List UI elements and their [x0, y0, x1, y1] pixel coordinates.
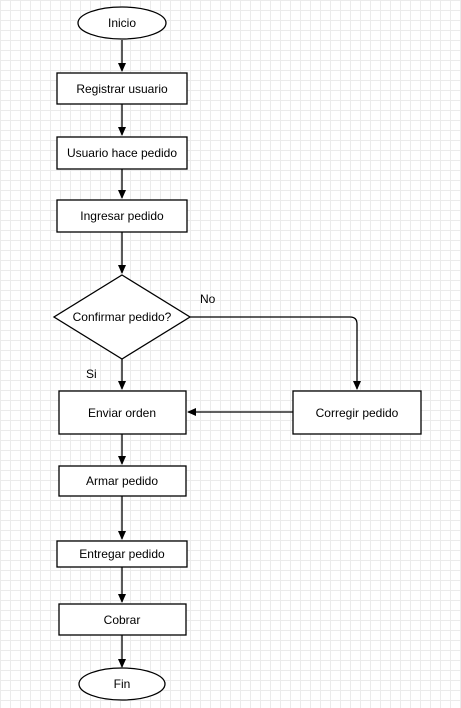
node-armar-pedido-label: Armar pedido: [86, 474, 158, 488]
node-ingresar-pedido-label: Ingresar pedido: [80, 209, 164, 223]
node-registrar-usuario-label: Registrar usuario: [76, 82, 168, 96]
node-fin[interactable]: Fin: [78, 667, 166, 701]
decision-confirmar-pedido[interactable]: Confirmar pedido?: [52, 274, 192, 360]
node-enviar-orden[interactable]: Enviar orden: [58, 390, 187, 435]
node-cobrar[interactable]: Cobrar: [58, 603, 187, 636]
node-inicio-label: Inicio: [108, 16, 136, 30]
node-usuario-hace-pedido[interactable]: Usuario hace pedido: [56, 136, 188, 170]
node-fin-label: Fin: [114, 677, 131, 691]
connectors: [118, 40, 361, 668]
node-corregir-pedido[interactable]: Corregir pedido: [292, 390, 422, 435]
edge-confirmar-corregir: [190, 316, 361, 390]
node-cobrar-label: Cobrar: [104, 613, 141, 627]
node-ingresar-pedido[interactable]: Ingresar pedido: [56, 199, 188, 233]
node-registrar-usuario[interactable]: Registrar usuario: [56, 72, 188, 105]
edge-label-no: No: [200, 292, 216, 306]
node-inicio[interactable]: Inicio: [77, 6, 167, 40]
node-armar-pedido[interactable]: Armar pedido: [58, 465, 187, 497]
node-enviar-orden-label: Enviar orden: [88, 406, 156, 420]
node-usuario-hace-pedido-label: Usuario hace pedido: [67, 146, 177, 160]
edge-label-si: Si: [86, 367, 97, 381]
decision-confirmar-pedido-label: Confirmar pedido?: [73, 310, 172, 324]
node-corregir-pedido-label: Corregir pedido: [316, 406, 399, 420]
node-entregar-pedido-label: Entregar pedido: [79, 547, 165, 561]
node-entregar-pedido[interactable]: Entregar pedido: [56, 540, 188, 568]
